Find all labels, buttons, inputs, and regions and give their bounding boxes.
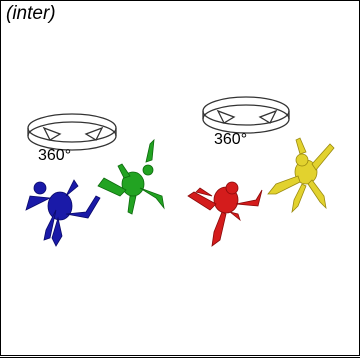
green-figure — [97, 138, 165, 215]
red-figure — [187, 181, 263, 247]
rotation-arrow-right-icon — [202, 96, 290, 134]
rotation-arrow-left-icon — [27, 113, 117, 151]
yellow-figure — [267, 137, 335, 214]
panel-label: (inter) — [6, 3, 56, 24]
blue-figure — [25, 179, 101, 247]
bottom-border — [0, 357, 360, 358]
rotation-label-right: 360° — [214, 131, 248, 148]
rotation-label-left: 360° — [38, 147, 72, 164]
